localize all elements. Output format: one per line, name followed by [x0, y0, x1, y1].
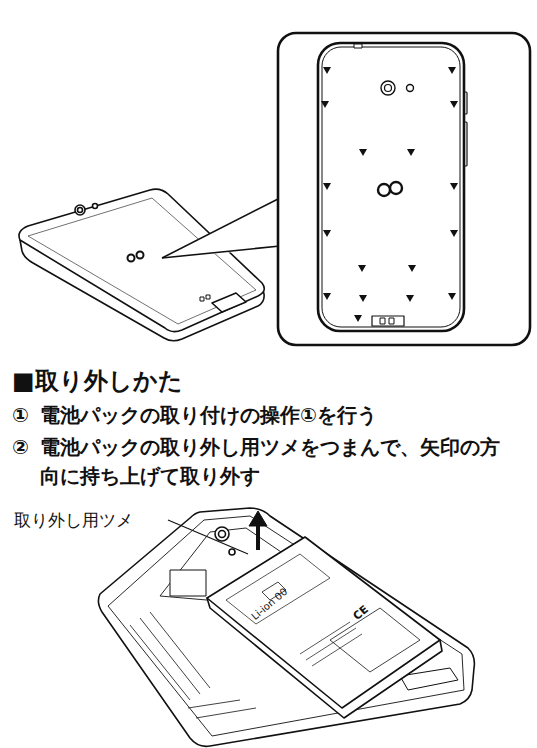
step-text: 電池パックの取り付けの操作①を行う	[40, 401, 520, 430]
phone-back-view	[318, 43, 467, 331]
phone-open	[98, 508, 474, 746]
leader-line	[168, 520, 248, 554]
latch-marker	[450, 230, 458, 237]
latch-marker	[448, 293, 456, 300]
phone-back-view	[380, 318, 385, 324]
battery-pack	[300, 622, 362, 666]
callout-wedge	[162, 196, 284, 258]
phone-angled	[19, 189, 264, 332]
battery-pack	[207, 537, 442, 718]
phone-angled	[28, 198, 256, 324]
part-name: 取り外し用ツメ	[14, 508, 164, 533]
phone-open	[108, 516, 464, 736]
phone-open	[98, 508, 474, 746]
phone-back-view	[381, 81, 395, 95]
phone-open	[219, 531, 226, 538]
latch-marker	[321, 67, 458, 322]
latch-marker	[448, 67, 456, 74]
leader-line	[168, 520, 248, 554]
battery-pack	[330, 608, 420, 672]
latch-marker	[450, 101, 458, 108]
phone-open	[215, 527, 229, 541]
latch-marker	[323, 67, 331, 74]
latch-marker	[323, 183, 331, 190]
latch-marker	[321, 101, 329, 108]
phone-back-view	[407, 85, 414, 92]
latch-marker	[407, 149, 415, 156]
latch-marker	[354, 315, 362, 322]
battery-pack	[226, 554, 330, 624]
latch-marker	[408, 265, 416, 272]
phone-open	[229, 549, 235, 555]
phone-angled	[128, 255, 135, 262]
phone-angled	[19, 189, 264, 341]
phone-back-view	[390, 182, 402, 194]
phone-angled	[78, 208, 83, 213]
step-text: 電池パックの取り外し用ツメをつまんで、矢印の方向に持ち上げて取り外す	[40, 433, 515, 491]
step-number: ②	[12, 433, 40, 462]
latch-marker	[359, 295, 367, 302]
phone-back-view	[322, 47, 460, 327]
section-heading: ■取り外しかた	[12, 366, 183, 396]
phone-open	[188, 700, 256, 718]
zoom-frame	[278, 33, 530, 345]
phone-angled	[137, 252, 144, 259]
battery-pack	[207, 537, 440, 708]
phone-back-view	[378, 184, 390, 196]
latch-marker	[359, 149, 367, 156]
latch-marker	[323, 293, 331, 300]
callout-wedge	[162, 196, 284, 258]
latch-marker	[406, 295, 414, 302]
lift-arrow	[249, 511, 267, 550]
phone-back-view	[354, 44, 362, 48]
zoom-frame	[278, 33, 530, 345]
phone-back-view	[385, 85, 392, 92]
phone-angled	[75, 205, 85, 215]
phone-open	[170, 570, 206, 596]
latch-marker	[450, 183, 458, 190]
phone-back-view	[318, 43, 464, 331]
step-number: ①	[12, 401, 40, 430]
phone-angled	[200, 297, 204, 301]
phone-back-view	[389, 318, 394, 324]
latch-marker	[323, 230, 331, 237]
phone-angled	[93, 204, 98, 209]
callout-wedge	[162, 246, 280, 258]
latch-marker	[358, 265, 366, 272]
phone-open	[130, 612, 210, 700]
phone-angled	[206, 295, 210, 299]
lift-arrow	[249, 511, 267, 526]
phone-back-view	[372, 316, 404, 326]
callout-wedge	[162, 198, 280, 258]
phone-angled	[212, 293, 246, 312]
